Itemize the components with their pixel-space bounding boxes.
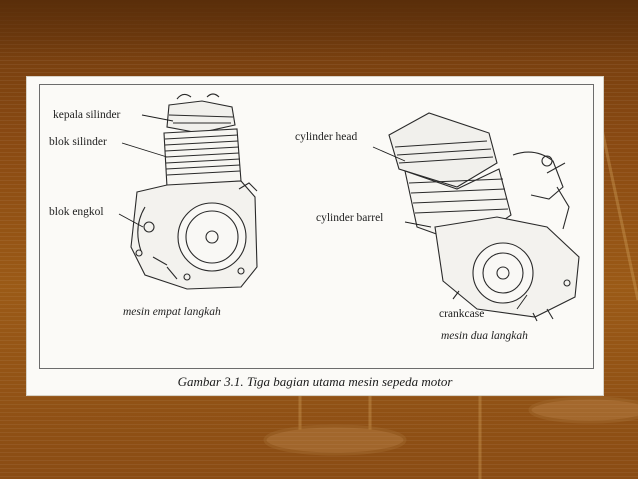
label-kepala-silinder: kepala silinder xyxy=(53,109,121,121)
label-crankcase: crankcase xyxy=(439,308,485,320)
label-blok-engkol: blok engkol xyxy=(49,206,104,218)
right-engine-title: mesin dua langkah xyxy=(441,330,528,342)
figure-panel: kepala silinder blok silinder blok engko… xyxy=(27,77,603,395)
label-blok-silinder: blok silinder xyxy=(49,136,107,148)
engine-illustrations xyxy=(118,93,580,322)
label-cylinder-head: cylinder head xyxy=(295,131,358,143)
figure-caption: Gambar 3.1. Tiga bagian utama mesin sepe… xyxy=(177,374,453,389)
label-cylinder-barrel: cylinder barrel xyxy=(316,212,384,224)
two-stroke-engine-drawing xyxy=(388,112,580,322)
four-stroke-engine-drawing xyxy=(130,93,258,290)
figure-border xyxy=(39,84,594,369)
background-top-shade xyxy=(0,0,638,60)
left-engine-title: mesin empat langkah xyxy=(123,306,221,318)
